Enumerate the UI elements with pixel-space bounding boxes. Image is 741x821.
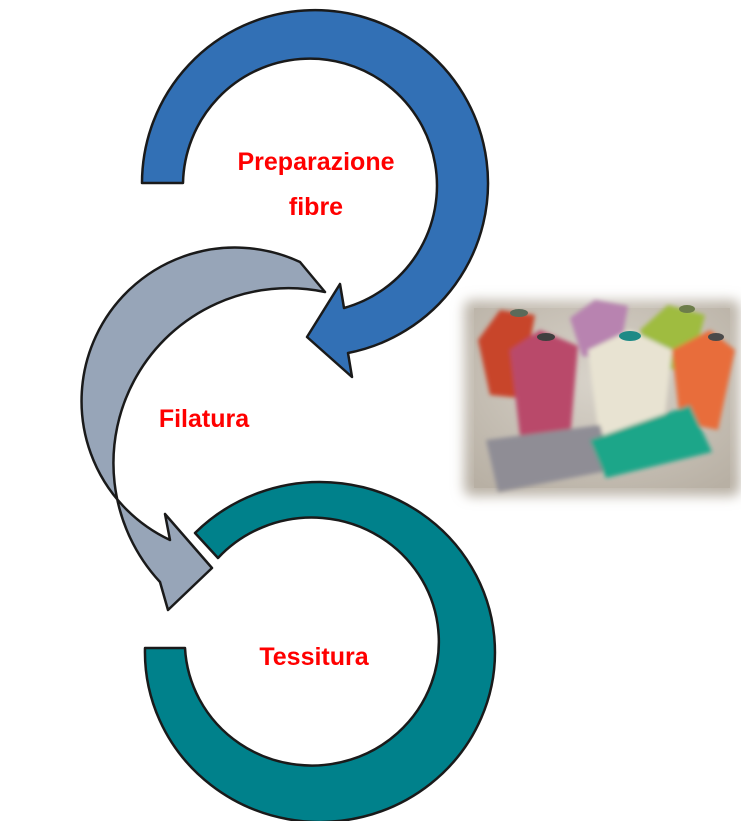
arrow-step-preparazione <box>140 8 490 379</box>
label-tessitura: Tessitura <box>259 643 369 671</box>
label-fibre: fibre <box>289 193 343 221</box>
arrow-step-filatura <box>80 246 327 612</box>
yarn-cones-photo <box>464 300 740 496</box>
label-filatura: Filatura <box>159 405 250 433</box>
label-preparazione: Preparazione <box>237 148 394 176</box>
